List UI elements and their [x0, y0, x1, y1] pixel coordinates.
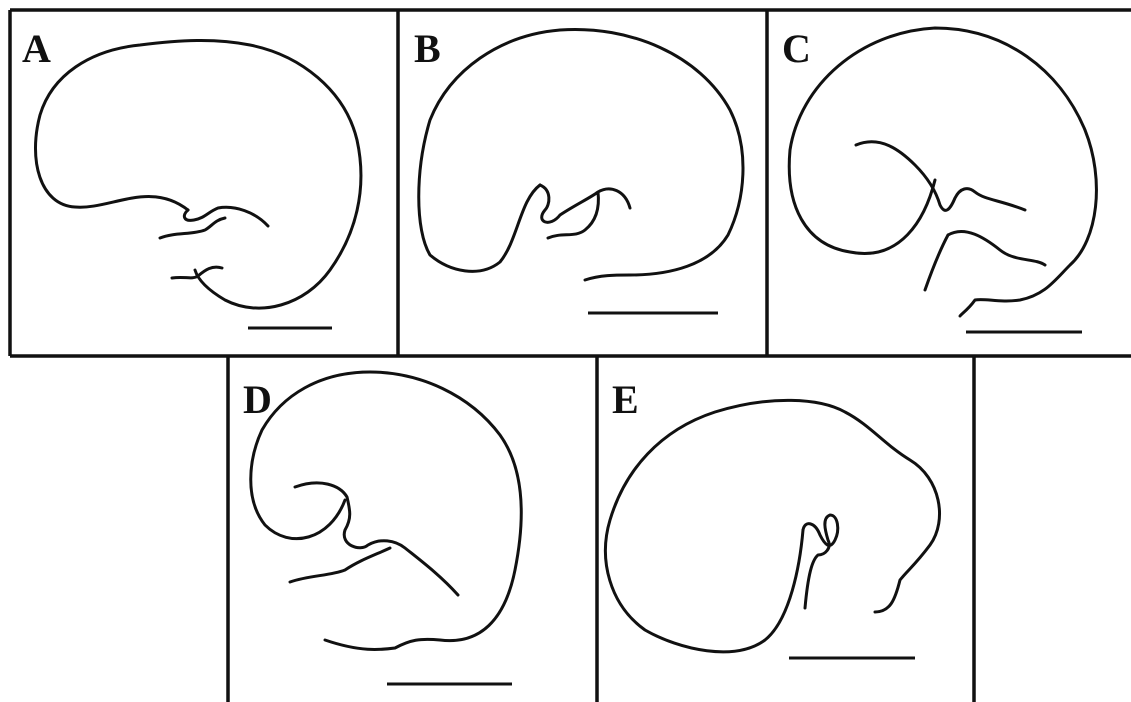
panel-label-e: E: [612, 377, 639, 422]
panel-label-b: B: [414, 26, 441, 71]
embryo-outline-a: [35, 40, 360, 308]
embryo-outline-d: [251, 372, 521, 650]
panel-label-a: A: [22, 26, 51, 71]
panel-e: E: [605, 377, 939, 658]
panel-frames: [10, 10, 1131, 702]
embryo-inner-fold-b: [540, 185, 630, 238]
panel-c: C: [782, 26, 1096, 332]
embryo-inner-fold-c: [856, 142, 1025, 211]
embryo-outline-c: [789, 28, 1096, 316]
embryo-lower-c: [925, 231, 1045, 290]
embryo-outline-e: [605, 400, 939, 651]
panel-a: A: [22, 26, 361, 328]
panel-label-d: D: [243, 377, 272, 422]
panel-d: D: [243, 372, 521, 684]
panel-b: B: [414, 26, 743, 313]
embryo-inner-fold-e: [803, 515, 838, 608]
embryo-outline-b: [419, 29, 743, 280]
embryo-inner-fold-a: [160, 207, 268, 238]
panel-label-c: C: [782, 26, 811, 71]
embryo-inner-fold-d: [290, 483, 458, 595]
